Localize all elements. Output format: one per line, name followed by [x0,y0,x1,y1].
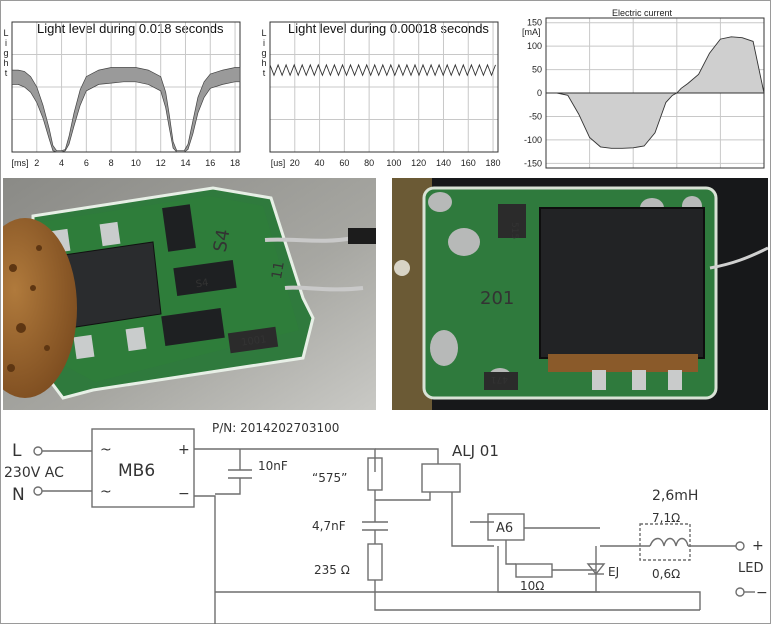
chart-title: Light level during 0.00018 seconds [288,21,489,36]
component-marking-1001: 1001 [241,334,268,348]
silkscreen-s4: S4 [210,228,235,254]
component-marking-515: 515 [509,222,519,239]
chart-light-018-svg: Light level during 0.018 seconds Light [… [3,21,241,168]
schematic-svg: L 230V AC N ~ ~ + − MB6 P/N: 20142027031… [4,421,768,624]
y-axis-label-letter: t [263,68,266,78]
circuit-schematic: L 230V AC N ~ ~ + − MB6 P/N: 20142027031… [0,414,771,624]
input-voltage-label: 230V AC [4,465,64,481]
led-label: LED [738,561,763,576]
x-tick-label: 40 [315,158,325,168]
x-tick-label: 6 [84,158,89,168]
x-tick-label: 60 [339,158,349,168]
x-tick-label: 4 [59,158,64,168]
bridge-ac1: ~ [100,442,112,458]
x-tick-label: 160 [461,158,476,168]
y-tick-label: 150 [527,18,542,28]
series-light-ripple [269,63,496,77]
y-axis-label-letter: g [3,48,8,58]
chart-electric-current: Electric current [mA] 150 100 50 0 -50 -100 -1… [512,0,771,172]
y-axis-unit: [mA] [522,27,541,37]
x-tick-label: 14 [180,158,190,168]
resistor-235-label: 235 Ω [314,563,350,577]
coil-resistance-label: 7,1Ω [652,511,680,525]
ic-alj01-label: ALJ 01 [452,442,499,460]
x-tick-label: 16 [205,158,215,168]
transistor-a6-label: A6 [496,521,513,536]
resistor-575-label: “575” [312,471,347,485]
cap-10nf-label: 10nF [258,459,288,473]
led-minus: − [756,585,768,601]
input-n-label: N [12,485,25,505]
y-tick-label: 0 [537,88,542,98]
bridge-plus: + [178,442,190,458]
y-axis-label: Light [3,28,8,78]
led-plus: + [752,538,764,554]
x-tick-label: 8 [109,158,114,168]
y-axis-label-letter: i [5,38,7,48]
x-tick-label: 140 [436,158,451,168]
chart-title: Electric current [612,8,673,18]
y-tick-label: -50 [529,111,542,121]
plot-frame [11,21,241,153]
y-tick-label: 100 [527,41,542,51]
x-tick-label: 180 [486,158,501,168]
series-current-area [546,36,765,149]
x-tick-label: 120 [411,158,426,168]
silkscreen-201: 201 [480,288,514,309]
photo-back-svg: 515 471 201 [392,178,768,410]
chart-light-00018-svg: Light level during 0.00018 seconds Light… [261,21,501,168]
x-tick-label: 18 [230,158,240,168]
x-axis-unit: [ms] [12,158,29,168]
y-axis-label-letter: h [3,58,8,68]
y-axis-label: Light [261,28,266,78]
bridge-minus: − [178,486,190,502]
y-tick-label: -100 [524,135,542,145]
component-marking-s4: S4 [195,278,209,291]
x-tick-label: 2 [34,158,39,168]
y-axis-label-letter: L [3,28,8,38]
x-tick-label: 12 [156,158,166,168]
bridge-label: MB6 [118,461,155,481]
part-number-label: P/N: 2014202703100 [212,421,339,435]
x-tick-label: 10 [131,158,141,168]
input-l-label: L [12,441,22,461]
shunt-06-label: 0,6Ω [652,567,680,581]
y-axis-label-letter: h [261,58,266,68]
y-tick-label: -150 [524,158,542,168]
plot-frame [269,21,499,153]
silkscreen-11: 11 [269,260,288,280]
x-tick-label: 80 [364,158,374,168]
x-axis-unit: [us] [271,158,286,168]
photo-back-pcb: 515 471 201 [392,178,768,410]
cap-4-7nf-label: 4,7nF [312,519,346,533]
y-axis-label-letter: t [5,68,8,78]
bridge-ac2: ~ [100,484,112,500]
inductor-label: 2,6mH [652,488,698,504]
x-tick-label: 100 [386,158,401,168]
diode-ej-label: EJ [608,565,619,579]
chart-electric-current-svg: Electric current [mA] 150 100 50 0 -50 -100 -1… [522,8,765,169]
component-marking-471: 471 [491,374,508,384]
chart-title: Light level during 0.018 seconds [37,21,224,36]
y-axis-label-letter: L [261,28,266,38]
x-tick-label: 20 [290,158,300,168]
resistor-10-label: 10Ω [520,579,544,593]
y-tick-label: 50 [532,65,542,75]
series-light-band [11,67,241,153]
photo-front-svg: S4 1001 S4 11 [3,178,376,410]
y-axis-label-letter: g [261,48,266,58]
y-axis-label-letter: i [263,38,265,48]
photo-front-pcb: S4 1001 S4 11 [3,178,376,410]
